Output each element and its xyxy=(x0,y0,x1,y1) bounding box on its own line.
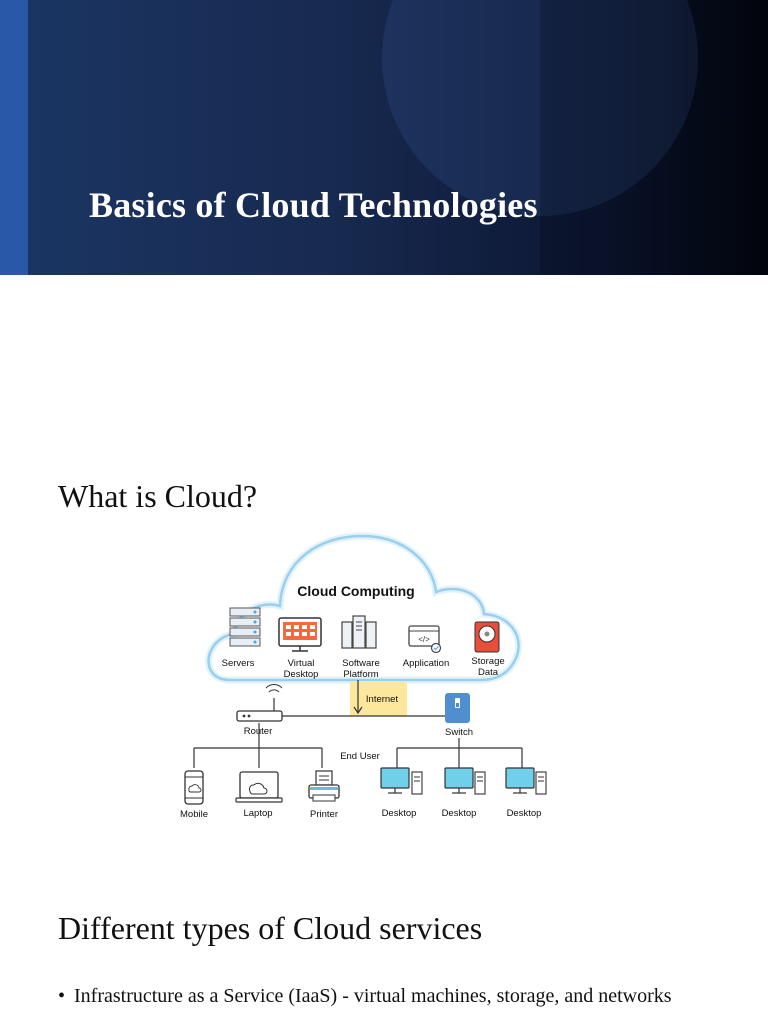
desktop-icon xyxy=(444,767,486,795)
printer-icon xyxy=(308,770,340,802)
service-label: Servers xyxy=(222,658,255,669)
switch-label: Switch xyxy=(445,727,473,738)
switch-icon xyxy=(445,693,470,723)
service-label: Data xyxy=(478,667,499,678)
bullet-list: • Infrastructure as a Service (IaaS) - v… xyxy=(58,984,698,1008)
section-heading-what-is-cloud: What is Cloud? xyxy=(58,478,258,514)
service-label: Software xyxy=(342,658,380,669)
accent-stripe xyxy=(0,0,28,275)
cloud-computing-diagram: Cloud Computing Servers Virtual Desktop … xyxy=(180,532,547,820)
internet-label: Internet xyxy=(366,694,399,705)
bullet-marker: • xyxy=(58,985,66,1007)
router-label: Router xyxy=(244,726,273,737)
monitor-icon xyxy=(278,617,322,652)
title-banner: Basics of Cloud Technologies xyxy=(0,0,768,275)
platform-icon xyxy=(341,615,377,649)
svg-text:</>: </> xyxy=(418,635,430,644)
hard-drive-icon xyxy=(474,621,500,653)
bullet-text: Infrastructure as a Service (IaaS) - vir… xyxy=(74,985,672,1007)
service-label: Storage xyxy=(471,656,504,667)
device-label: Mobile xyxy=(180,809,208,820)
decorative-shade xyxy=(540,0,768,275)
desktop-icon xyxy=(380,767,423,795)
service-label: Virtual xyxy=(288,658,315,669)
service-label: Platform xyxy=(343,669,378,680)
desktop-icon xyxy=(505,767,547,795)
code-window-icon: </> xyxy=(408,625,442,654)
mobile-icon xyxy=(184,770,204,805)
slide-title: Basics of Cloud Technologies xyxy=(89,185,538,225)
laptop-icon xyxy=(235,771,283,803)
list-item: • Infrastructure as a Service (IaaS) - v… xyxy=(58,984,698,1008)
device-label: Desktop xyxy=(507,808,542,819)
service-label: Desktop xyxy=(284,669,319,680)
end-user-label: End User xyxy=(340,751,380,762)
diagram-title: Cloud Computing xyxy=(297,583,414,599)
device-label: Laptop xyxy=(243,808,272,819)
device-label: Desktop xyxy=(442,808,477,819)
device-label: Desktop xyxy=(382,808,417,819)
service-label: Application xyxy=(403,658,449,669)
server-icon xyxy=(229,607,261,647)
device-label: Printer xyxy=(310,809,338,820)
router-icon xyxy=(236,684,283,722)
section-heading-cloud-services: Different types of Cloud services xyxy=(58,910,483,946)
